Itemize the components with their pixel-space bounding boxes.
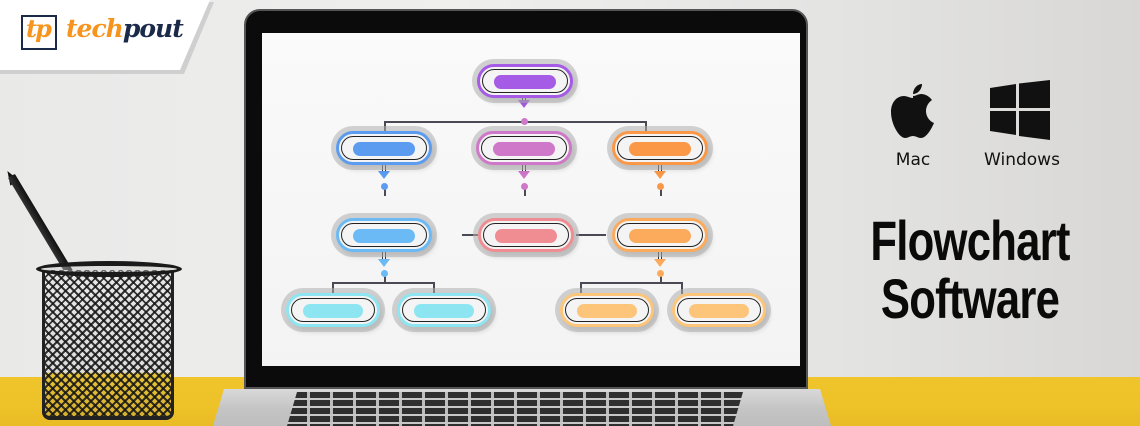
node-bar [353,142,415,156]
windows-icon [990,80,1050,140]
down-arrow-icon [654,171,666,179]
connector-line [660,188,662,196]
connector-line [580,282,582,294]
flowchart-node-l3-right [612,218,708,252]
title-line-2: Software [880,267,1060,330]
flowchart-node-l4-a [286,293,380,327]
node-bar [577,304,637,318]
laptop-keyboard [287,392,743,426]
node-bar [495,229,557,243]
connector-line [433,282,435,294]
down-arrow-icon [518,171,530,179]
mesh-pen-holder [42,270,174,420]
down-arrow-icon [378,171,390,179]
connector-line [332,282,334,294]
pen-holder-rim [36,261,182,277]
flowchart-node-l2-mid [476,131,572,165]
apple-icon [891,84,934,138]
connector-line [681,282,683,294]
node-bar [629,142,691,156]
node-bar [493,142,555,156]
logo-wordmark: techpout [66,14,184,43]
flowchart-node-root [477,64,573,98]
title-line-1: Flowchart [870,209,1070,272]
node-bar [629,229,691,243]
laptop-screen-flowchart [262,33,800,366]
node-bar [494,75,556,89]
node-bar [689,304,749,318]
connector-line [580,282,682,284]
logo-mark: tp [26,14,52,43]
flowchart-node-l4-d [672,293,766,327]
connector-line [576,234,606,236]
flowchart-node-l3-mid [478,218,574,252]
connector-line [384,121,386,133]
page-title: Flowchart Software [853,212,1087,328]
node-bar [353,229,415,243]
mac-label: Mac [895,150,931,170]
connector-line [332,282,434,284]
connector-line [660,273,662,283]
down-arrow-icon [654,259,666,267]
logo-mark-frame [21,15,57,50]
down-arrow-icon [378,259,390,267]
junction-dot [381,183,388,190]
connector-line [384,121,646,123]
junction-dot [657,270,664,277]
down-arrow-icon [518,100,530,108]
flowchart-node-l4-c [560,293,654,327]
node-bar [414,304,474,318]
junction-dot [521,118,528,125]
connector-line [384,273,386,283]
junction-dot [381,270,388,277]
flowchart-node-l2-left [336,131,432,165]
flowchart-node-l4-b [397,293,491,327]
connector-line [524,188,526,196]
windows-label: Windows [984,150,1060,170]
connector-line [645,121,647,133]
flowchart-node-l3-left [336,218,432,252]
flowchart-node-l2-right [612,131,708,165]
junction-dot [657,183,664,190]
connector-line [462,234,492,236]
node-bar [303,304,363,318]
logo-plate [0,0,210,70]
connector-line [384,188,386,196]
junction-dot [521,183,528,190]
